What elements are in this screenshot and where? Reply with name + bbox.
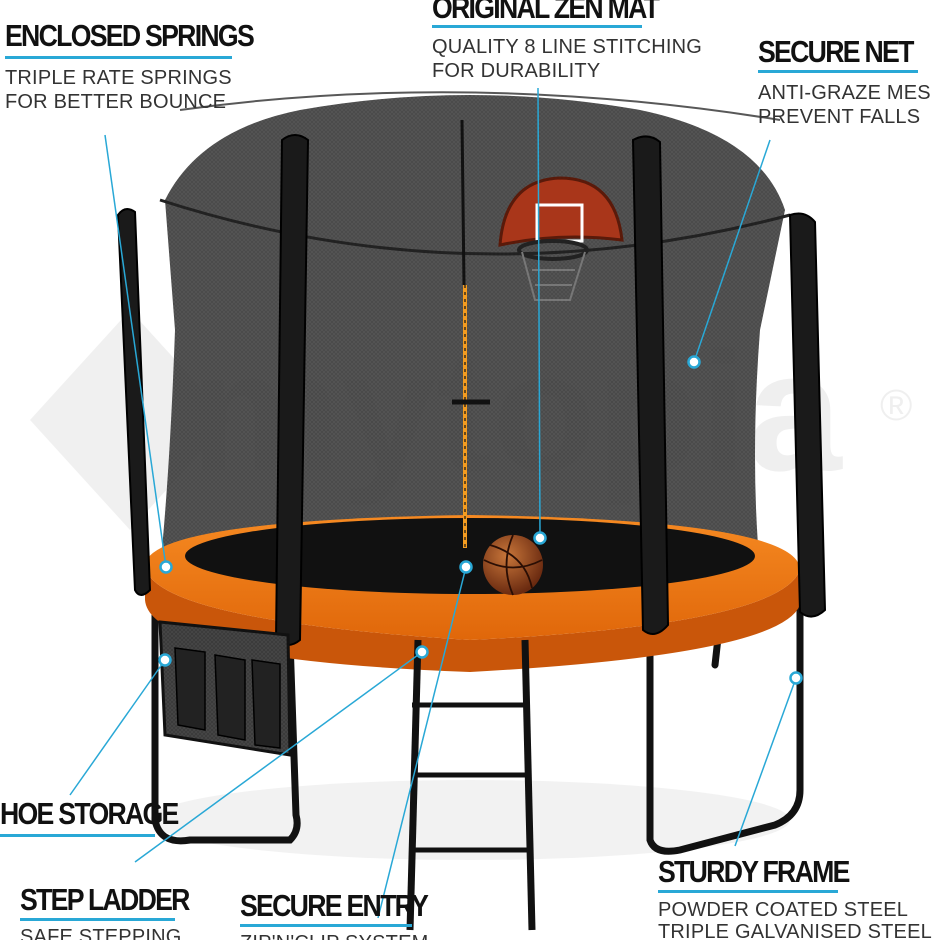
spring-pad <box>145 515 800 672</box>
label-zen-mat-line1: QUALITY 8 LINE STITCHING <box>432 36 703 58</box>
enclosure-poles <box>116 134 827 646</box>
label-sturdy-frame-line1: POWDER COATED STEEL <box>658 899 909 921</box>
zip-entry <box>452 119 490 548</box>
label-step-ladder-line1: SAFE STEPPING <box>20 926 182 940</box>
title-underline <box>5 56 232 59</box>
label-secure-net-line2: PREVENT FALLS <box>758 106 921 128</box>
label-enclosed-springs-title: ENCLOSED SPRINGS <box>5 18 255 53</box>
label-secure-entry-line1: ZIP'N'CLIP SYSTEM <box>240 931 429 940</box>
callout-dot-ladder <box>415 645 429 659</box>
callout-dot-net <box>687 355 701 369</box>
label-zen-mat-title: ORIGINAL ZEN MAT <box>432 0 660 25</box>
callout-dot-frame <box>789 671 803 685</box>
label-step-ladder-title: STEP LADDER <box>20 882 190 917</box>
callout-dot-mat <box>533 531 547 545</box>
basketball <box>483 534 543 596</box>
basketball-hoop <box>498 176 624 301</box>
title-underline <box>20 918 175 921</box>
title-underline <box>432 25 642 28</box>
title-underline <box>240 924 412 927</box>
callout-lines <box>69 87 797 919</box>
label-secure-net-title: SECURE NET <box>758 34 914 69</box>
label-enclosed-springs-line2: FOR BETTER BOUNCE <box>5 91 227 113</box>
label-sturdy-frame-title: STURDY FRAME <box>658 854 850 889</box>
callout-dot-springs <box>159 560 173 574</box>
title-underline <box>658 890 838 893</box>
svg-text:®: ® <box>880 381 912 430</box>
shoe-storage-bag <box>158 620 292 757</box>
label-shoe-storage-title: HOE STORAGE <box>0 796 179 831</box>
callout-dot-entry <box>459 560 473 574</box>
label-secure-entry-title: SECURE ENTRY <box>240 888 429 923</box>
callout-dot-storage <box>158 653 172 667</box>
title-underline <box>758 70 918 73</box>
label-sturdy-frame-line2: TRIPLE GALVANISED STEEL <box>658 921 932 940</box>
label-zen-mat-line2: FOR DURABILITY <box>432 60 601 82</box>
callout-dots <box>158 355 803 685</box>
label-enclosed-springs-line1: TRIPLE RATE SPRINGS <box>5 67 232 89</box>
title-underline <box>0 834 155 837</box>
safety-net <box>159 91 791 570</box>
label-secure-net-line1: ANTI-GRAZE MES <box>758 82 931 104</box>
